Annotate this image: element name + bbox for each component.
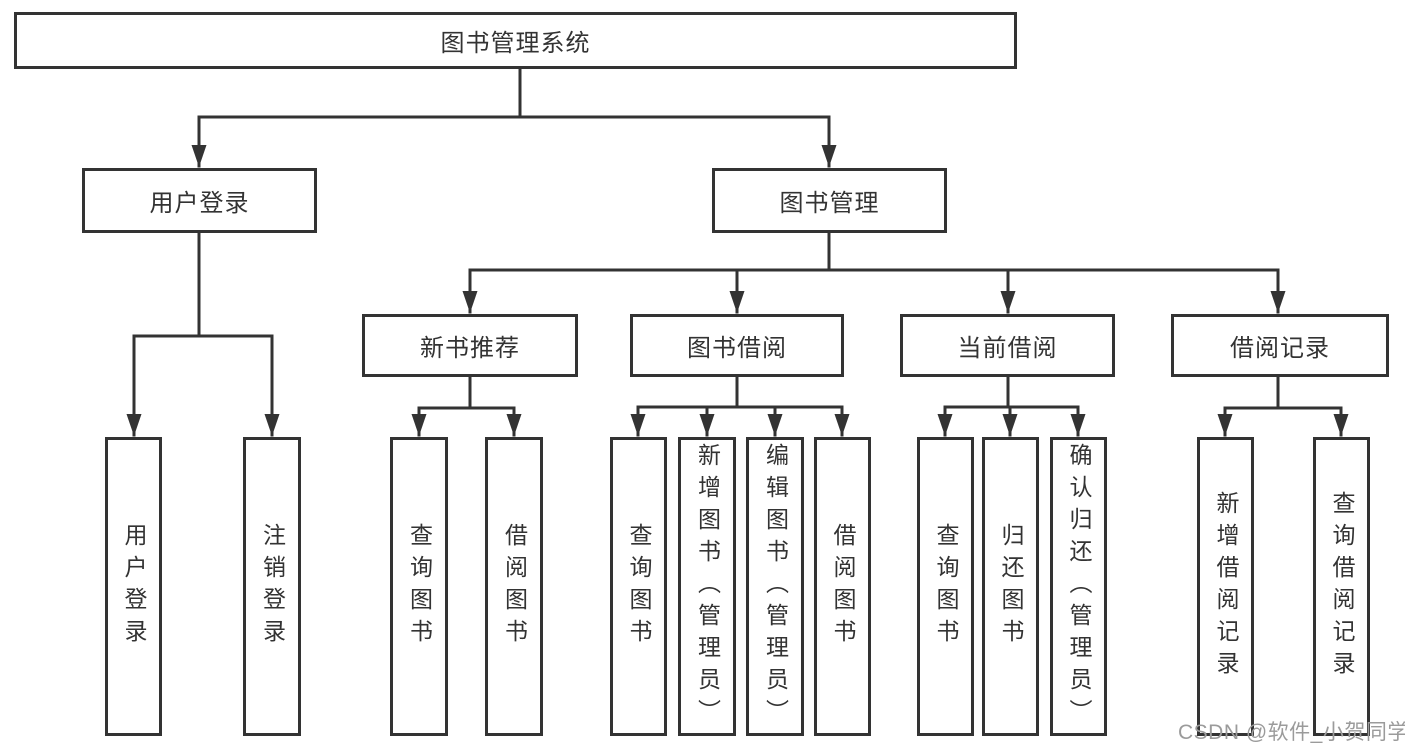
leaf-borrow-add-book-label: 新增图书（管理员） xyxy=(694,442,721,731)
leaf-logout: 注销登录 xyxy=(243,437,301,736)
node-book-mgmt-branch-label: 图书管理 xyxy=(779,190,880,217)
leaf-logout-label: 注销登录 xyxy=(259,522,286,651)
node-current-borrow: 当前借阅 xyxy=(900,314,1115,377)
leaf-rec-query-book: 查询图书 xyxy=(390,437,448,736)
node-user-login-branch: 用户登录 xyxy=(82,168,317,233)
node-root-label: 图书管理系统 xyxy=(440,30,591,57)
leaf-current-confirm-return: 确认归还（管理员） xyxy=(1050,437,1107,736)
leaf-current-return-book-label: 归还图书 xyxy=(998,522,1024,651)
leaf-rec-borrow-book-label: 借阅图书 xyxy=(501,522,528,651)
node-borrow-records-label: 借阅记录 xyxy=(1230,335,1330,362)
watermark: CSDN @软件_小贺同学 xyxy=(1178,721,1405,744)
leaf-current-confirm-return-label: 确认归还（管理员） xyxy=(1066,442,1092,731)
leaf-records-add-record: 新增借阅记录 xyxy=(1197,437,1254,736)
leaf-borrow-borrow-book-label: 借阅图书 xyxy=(830,522,856,651)
leaf-rec-query-book-label: 查询图书 xyxy=(406,522,433,651)
leaf-borrow-borrow-book: 借阅图书 xyxy=(814,437,871,736)
leaf-records-query-record: 查询借阅记录 xyxy=(1313,437,1370,736)
leaf-current-query-book: 查询图书 xyxy=(917,437,974,736)
node-new-book-rec-label: 新书推荐 xyxy=(420,335,520,362)
node-book-mgmt-branch: 图书管理 xyxy=(712,168,947,233)
node-root: 图书管理系统 xyxy=(14,12,1017,69)
leaf-current-query-book-label: 查询图书 xyxy=(933,522,959,651)
leaf-borrow-edit-book-label: 编辑图书（管理员） xyxy=(762,442,789,731)
leaf-records-query-record-label: 查询借阅记录 xyxy=(1329,490,1355,683)
leaf-borrow-edit-book: 编辑图书（管理员） xyxy=(746,437,804,736)
node-new-book-rec: 新书推荐 xyxy=(362,314,578,377)
leaf-user-login: 用户登录 xyxy=(105,437,162,736)
leaf-borrow-query-book-label: 查询图书 xyxy=(626,522,652,651)
node-book-borrow-label: 图书借阅 xyxy=(687,335,787,362)
leaf-records-add-record-label: 新增借阅记录 xyxy=(1213,490,1239,683)
node-borrow-records: 借阅记录 xyxy=(1171,314,1389,377)
node-book-borrow: 图书借阅 xyxy=(630,314,844,377)
leaf-borrow-add-book: 新增图书（管理员） xyxy=(678,437,736,736)
node-current-borrow-label: 当前借阅 xyxy=(957,335,1058,362)
leaf-rec-borrow-book: 借阅图书 xyxy=(485,437,543,736)
node-user-login-branch-label: 用户登录 xyxy=(149,190,250,217)
leaf-user-login-label: 用户登录 xyxy=(121,522,147,651)
leaf-current-return-book: 归还图书 xyxy=(982,437,1039,736)
leaf-borrow-query-book: 查询图书 xyxy=(610,437,667,736)
